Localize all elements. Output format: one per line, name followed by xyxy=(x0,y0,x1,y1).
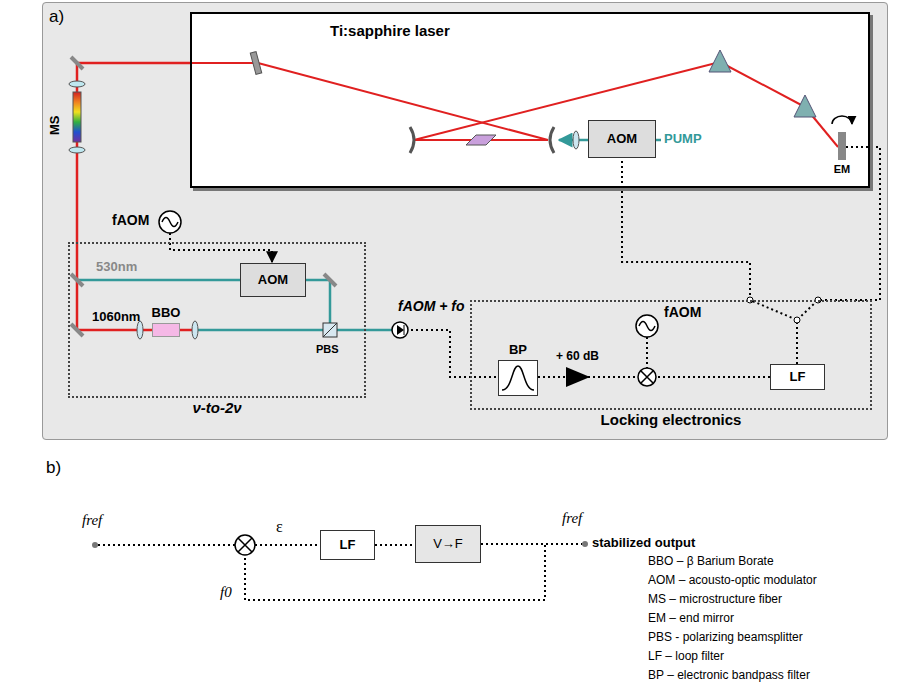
node-text: a) xyxy=(49,7,64,27)
signal-connector xyxy=(245,544,545,600)
oscillator-label: fAOM xyxy=(664,304,701,320)
node-text: EM xyxy=(834,163,851,176)
filter-box: BP xyxy=(498,360,538,396)
node-text: LF xyxy=(790,370,806,385)
pump-label: PUMP xyxy=(664,132,702,147)
crystal: BBO xyxy=(152,323,180,337)
part-label: PBS xyxy=(316,343,339,356)
abbreviation-note: PBS - polarizing beamsplitter xyxy=(648,631,803,645)
node-text: BP xyxy=(509,343,527,358)
converter-box: V→F xyxy=(415,525,481,563)
abbreviation-note: BBO – β Barium Borate xyxy=(648,555,774,569)
signal-connector xyxy=(366,330,498,377)
signal-connector xyxy=(77,63,190,242)
node-text: ν-to-2ν xyxy=(192,399,241,416)
signal-label: ε xyxy=(276,518,283,536)
wavelength-label: 530nm xyxy=(96,260,137,275)
gain-label: + 60 dB xyxy=(556,350,599,364)
panel: a) Ti:sapphire laserAOM EM ν-to-2ν AOM BBO Loc… xyxy=(42,2,888,440)
fiber-label: MS xyxy=(48,116,63,136)
beam-path xyxy=(69,57,408,339)
laser-cavity xyxy=(191,50,852,153)
node-text: AOM xyxy=(607,132,637,147)
loop-filter-box: LF xyxy=(770,364,825,390)
signal-label: f0 xyxy=(220,584,232,601)
signal-connector xyxy=(622,158,797,364)
modulator-box: AOM xyxy=(588,120,656,158)
node-text: V→F xyxy=(433,537,463,552)
panel-label: b) xyxy=(46,458,61,478)
node-text: LF xyxy=(340,538,356,553)
abbreviation-note: LF – loop filter xyxy=(648,650,724,664)
abbreviation-note: MS – microstructure fiber xyxy=(648,593,782,607)
node-text: AOM xyxy=(258,273,288,288)
signal-label: fref xyxy=(562,510,582,527)
output-label: stabilized output xyxy=(592,536,695,551)
modulator-box: AOM xyxy=(240,263,306,297)
loop-filter-box: LF xyxy=(320,530,375,560)
end-mirror: EM xyxy=(838,132,846,160)
wavelength-label: 1060nm xyxy=(92,310,140,325)
signal-connector xyxy=(797,147,880,364)
edge-label: fAOM + fo xyxy=(398,298,465,314)
node-text: Locking electronics xyxy=(601,411,742,428)
node-text: Ti:sapphire laser xyxy=(330,22,450,39)
node-text: BBO xyxy=(152,306,181,321)
laser-ground xyxy=(190,12,870,188)
signal-connector xyxy=(375,544,415,546)
abbreviation-note: EM – end mirror xyxy=(648,612,734,626)
abbreviation-note: BP – electronic bandpass filter xyxy=(648,669,810,683)
laser-box: Ti:sapphire laserAOM EM xyxy=(190,12,870,188)
oscillator-label: fAOM xyxy=(112,212,149,228)
abbreviation-note: AOM – acousto-optic modulator xyxy=(648,574,817,588)
filter-ground xyxy=(498,360,538,396)
panel-ground xyxy=(42,2,888,440)
signal-label: fref xyxy=(82,512,102,529)
